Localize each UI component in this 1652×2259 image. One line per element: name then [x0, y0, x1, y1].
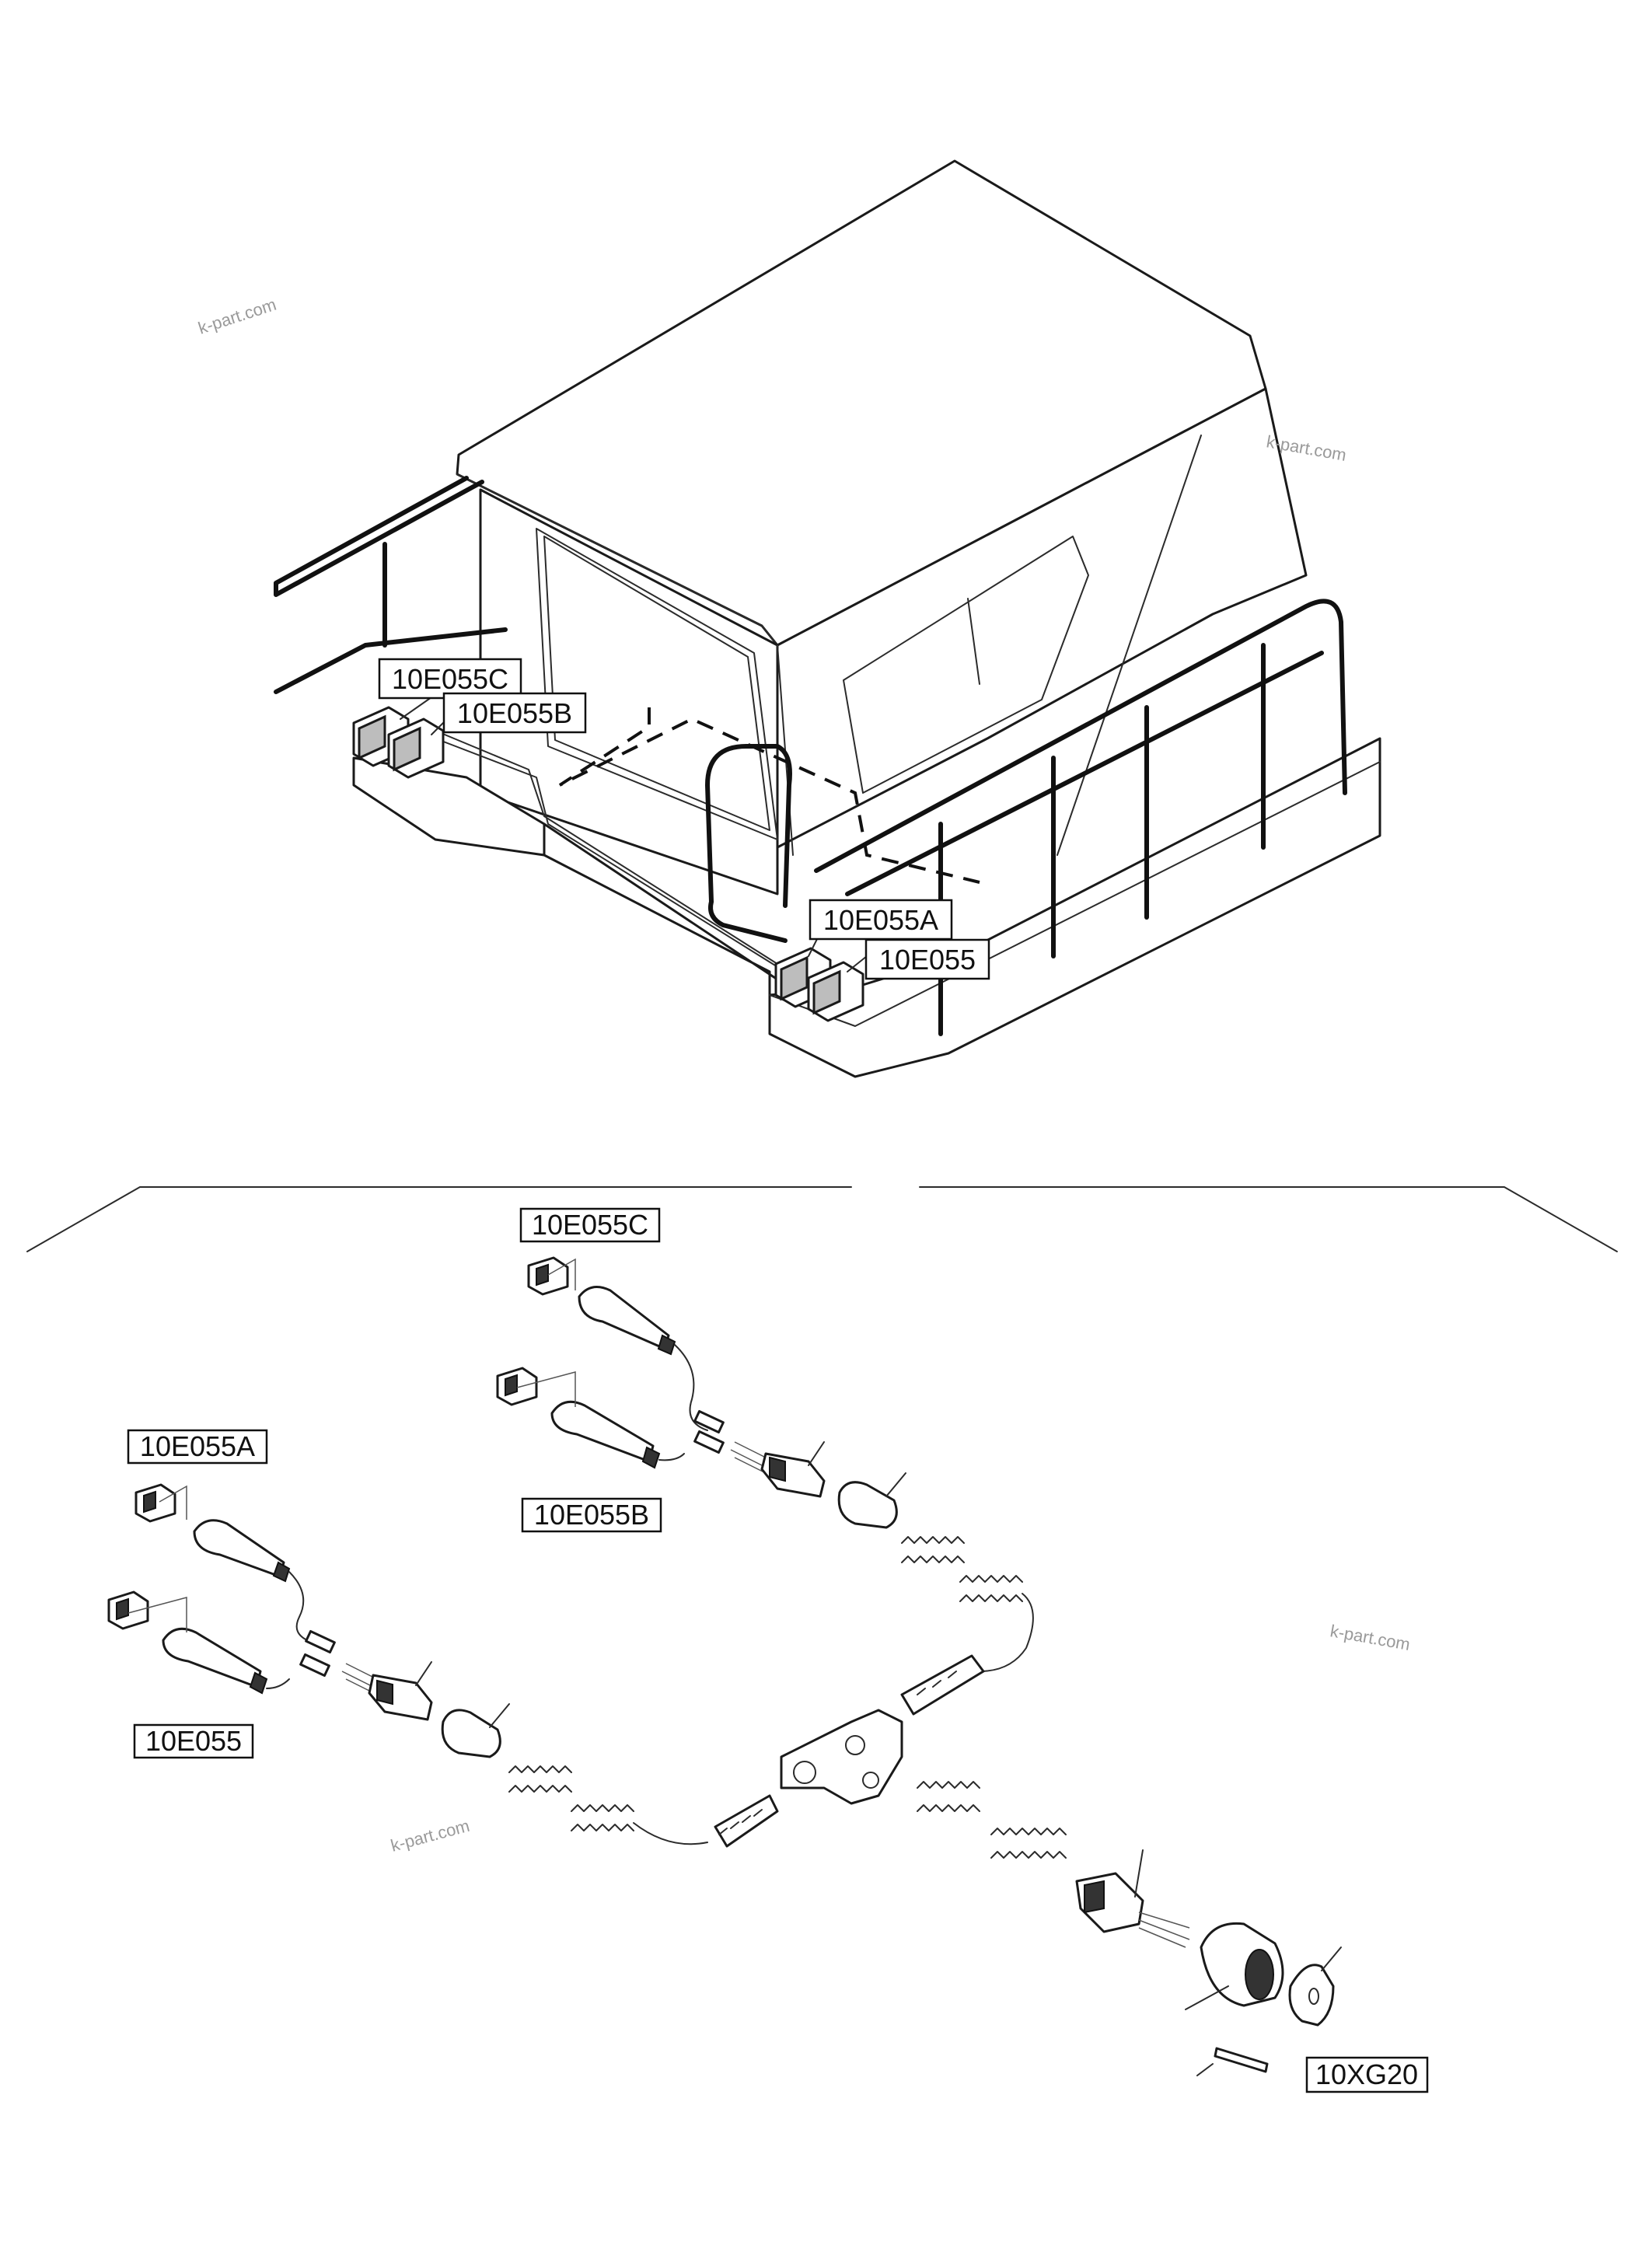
svg-text:10E055A: 10E055A — [823, 904, 938, 936]
conduit-a-1 — [508, 1765, 572, 1793]
handrail-centre-loop — [705, 744, 792, 908]
label-top-10E055: 10E055 — [864, 938, 990, 980]
svg-text:10E055A: 10E055A — [140, 1430, 255, 1462]
conduit-cb-2 — [959, 1575, 1023, 1602]
conduit-cb-1 — [901, 1536, 965, 1563]
cab-assembly: 10E055C 10E055B 10E055A 10E055 — [274, 159, 1381, 1078]
wire-b — [658, 1453, 685, 1461]
svg-text:10E055: 10E055 — [879, 944, 976, 976]
handrail-left-top — [274, 476, 484, 597]
wire-c — [674, 1344, 708, 1431]
cable-route-2 — [435, 738, 786, 972]
watermark-1: k-part.com — [196, 295, 279, 338]
svg-text:10XG20: 10XG20 — [1315, 2058, 1418, 2090]
detail-frame-left — [26, 1186, 852, 1252]
contact-pin — [1214, 2047, 1269, 2073]
boot-10E055 — [162, 1627, 262, 1688]
svg-text:10E055B: 10E055B — [457, 697, 572, 729]
grommet-a — [441, 1709, 501, 1758]
connector-branch-a-base — [107, 1483, 708, 1845]
cab-front-window-inner — [543, 536, 770, 831]
boot-10E055B — [550, 1400, 655, 1463]
grommet-cb — [837, 1481, 898, 1529]
svg-text:10E055C: 10E055C — [392, 663, 508, 695]
handrail-right-mid — [845, 651, 1324, 896]
wire-cb-loop — [979, 1593, 1034, 1672]
coupler-left — [714, 1794, 779, 1848]
handrail-centre-lower — [708, 899, 788, 943]
label-detail-10E055B: 10E055B — [521, 1497, 662, 1533]
wire-base — [266, 1678, 290, 1689]
label-detail-10E055A: 10E055A — [127, 1429, 268, 1465]
sleeve-a — [305, 1629, 336, 1654]
cab-diagonal-strut — [1057, 435, 1202, 856]
cab-front-window — [536, 528, 778, 840]
label-top-10E055C: 10E055C — [378, 658, 522, 700]
wire-a-loop — [633, 1822, 708, 1845]
cab-side-window — [843, 536, 1089, 794]
t-junction — [714, 1654, 1342, 2076]
handrail-left-low — [274, 627, 508, 694]
svg-text:10E055C: 10E055C — [532, 1209, 648, 1241]
svg-text:10E055B: 10E055B — [534, 1499, 649, 1531]
sleeve-c — [693, 1409, 725, 1434]
coupler-top — [900, 1654, 985, 1716]
label-detail-10XG20: 10XG20 — [1305, 2056, 1429, 2093]
watermark-3: k-part.com — [1329, 1621, 1412, 1654]
label-top-10E055A: 10E055A — [809, 899, 953, 941]
lamp-10E055 — [807, 961, 864, 1022]
sleeve-b — [693, 1430, 725, 1454]
connector-branch-c-b — [496, 1256, 1034, 1672]
detail-frame-right — [919, 1186, 1618, 1252]
cable-route — [435, 730, 778, 965]
conduit-out-2 — [990, 1828, 1067, 1859]
handrail-right-top — [814, 599, 1347, 873]
sleeve-base — [299, 1653, 330, 1678]
cable-route-dashed — [558, 707, 980, 884]
conduit-a-2 — [571, 1804, 634, 1831]
watermark-4: k-part.com — [389, 1816, 472, 1856]
label-detail-10E055: 10E055 — [133, 1723, 254, 1759]
boot-10E055A — [193, 1519, 285, 1578]
tee-body — [780, 1709, 903, 1805]
svg-text:10E055: 10E055 — [145, 1725, 242, 1757]
boot-10E055C — [578, 1286, 670, 1350]
capnut-10XG20 — [1288, 1964, 1335, 2027]
label-detail-10E055C: 10E055C — [519, 1207, 661, 1243]
cab-side-window-divider — [967, 598, 980, 685]
label-top-10E055B: 10E055B — [442, 692, 587, 734]
lamp-10E055B — [387, 718, 445, 779]
leader-top-base — [847, 955, 868, 972]
wire-a — [288, 1571, 308, 1641]
conduit-out-1 — [917, 1781, 980, 1812]
